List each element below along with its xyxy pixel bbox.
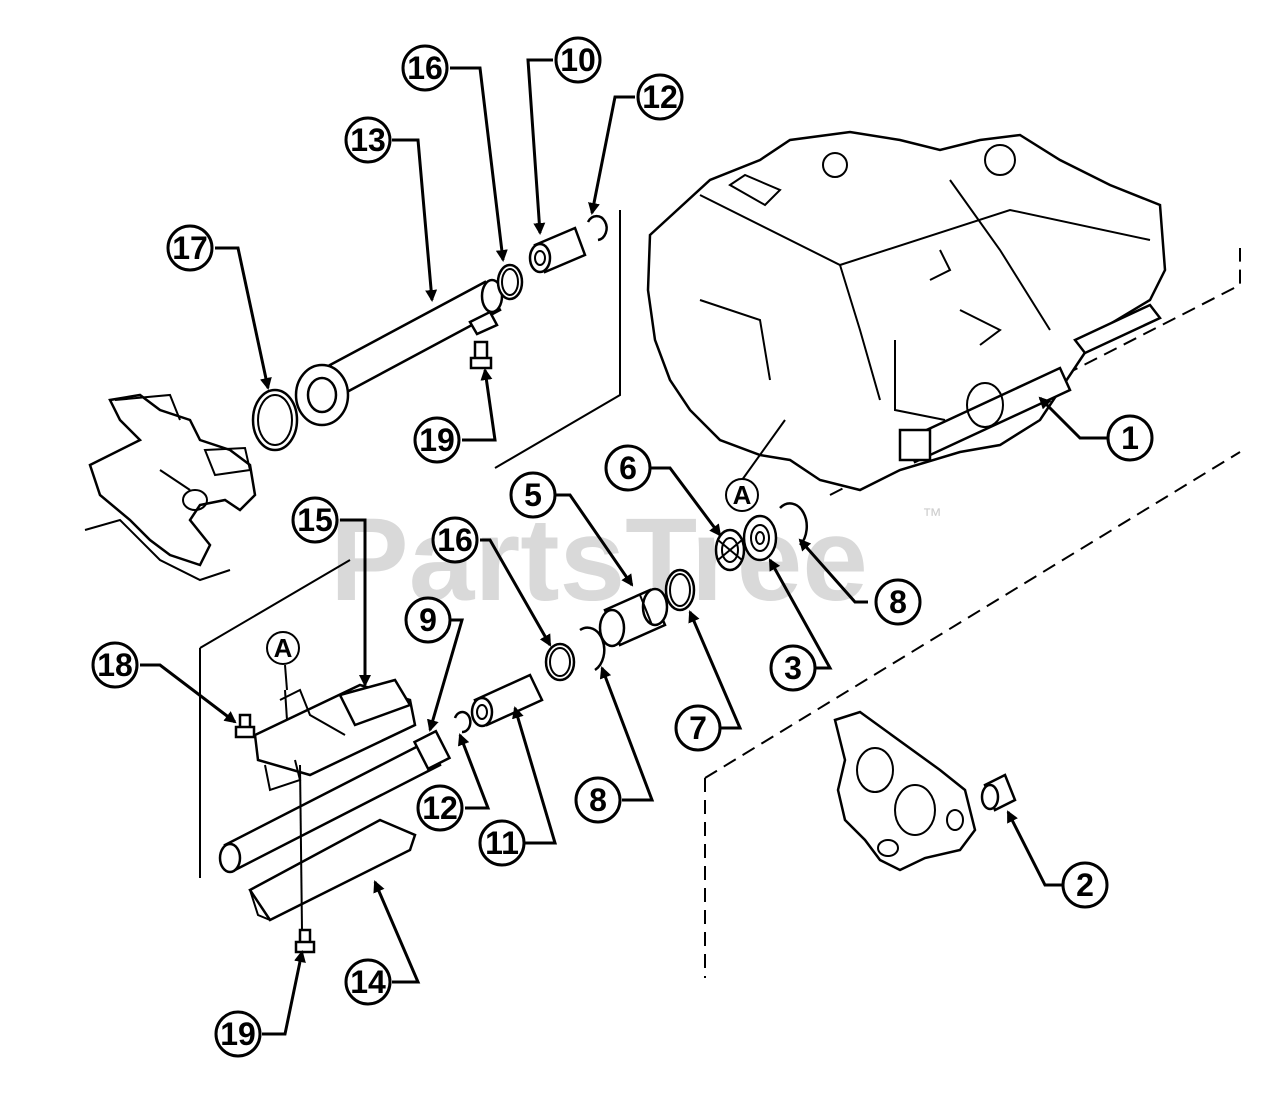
callout-2: 2 [1061, 861, 1109, 909]
svg-text:16: 16 [437, 522, 473, 558]
frame-casting [84, 393, 257, 582]
svg-text:14: 14 [350, 964, 386, 1000]
callout-16-upper: 16 [401, 44, 449, 92]
bolt-guide-line [299, 764, 303, 931]
part-14-lower-cover [248, 818, 417, 922]
callouts: 1 2 3 5 6 7 8 8 9 10 11 12 12 13 14 15 1… [91, 36, 1154, 1058]
callout-3: 3 [769, 644, 817, 692]
callout-5: 5 [509, 471, 557, 519]
part-12-snapring-upper [586, 214, 608, 242]
callout-19-upper: 19 [413, 416, 461, 464]
part-6-bearing [714, 528, 746, 572]
svg-text:15: 15 [297, 502, 333, 538]
svg-text:6: 6 [619, 450, 637, 486]
part-8-snapring-upper [779, 502, 808, 546]
callout-12-lower: 12 [416, 784, 464, 832]
callout-14: 14 [344, 958, 392, 1006]
part-2-plate [833, 710, 977, 872]
part-3-bearing [742, 514, 778, 562]
svg-text:2: 2 [1076, 867, 1094, 903]
part-13-tube [294, 278, 504, 427]
svg-text:7: 7 [689, 710, 707, 746]
part-18-bolt [234, 713, 256, 739]
svg-text:11: 11 [485, 825, 519, 861]
trademark-symbol: ™ [922, 505, 942, 527]
callout-8-lower: 8 [574, 776, 622, 824]
part-2-bushing [980, 773, 1017, 812]
svg-text:19: 19 [220, 1016, 256, 1052]
svg-text:19: 19 [419, 422, 455, 458]
part-12-snapring-lower [453, 710, 472, 734]
svg-text:13: 13 [350, 122, 386, 158]
assembly-guide-lines [199, 210, 1241, 978]
part-11-bushing [470, 673, 544, 728]
svg-text:17: 17 [172, 230, 208, 266]
svg-text:9: 9 [419, 602, 437, 638]
reference-mark-a-upper: A [725, 478, 759, 512]
callout-16-lower: 16 [431, 516, 479, 564]
svg-text:A: A [274, 633, 293, 663]
callout-17: 17 [166, 224, 214, 272]
callout-13: 13 [344, 116, 392, 164]
callout-7: 7 [674, 704, 722, 752]
svg-text:A: A [733, 480, 752, 510]
part-5-sleeve [598, 587, 669, 648]
callout-18: 18 [91, 641, 139, 689]
svg-text:8: 8 [889, 584, 907, 620]
callout-9: 9 [404, 596, 452, 644]
leader-lines [140, 58, 1110, 1036]
part-10-bushing [528, 226, 587, 274]
svg-text:5: 5 [524, 477, 542, 513]
callout-8-upper: 8 [874, 578, 922, 626]
part-9-shaft [218, 729, 452, 874]
reference-mark-a-lower: A [266, 631, 300, 665]
svg-text:1: 1 [1121, 420, 1139, 456]
svg-text:12: 12 [422, 790, 458, 826]
callout-19-lower: 19 [214, 1010, 262, 1058]
transaxle-housing [646, 130, 1167, 492]
part-19-bolt-upper [469, 340, 493, 370]
callout-15: 15 [291, 496, 339, 544]
callout-11: 11 [478, 819, 526, 867]
callout-10: 10 [554, 36, 602, 84]
callout-12-upper: 12 [636, 73, 684, 121]
svg-text:8: 8 [589, 782, 607, 818]
callout-1: 1 [1106, 414, 1154, 462]
part-17-oring [251, 388, 299, 452]
svg-text:10: 10 [560, 42, 596, 78]
callout-6: 6 [604, 444, 652, 492]
part-19-bolt-lower [294, 928, 316, 954]
svg-text:12: 12 [642, 79, 678, 115]
svg-text:16: 16 [407, 50, 443, 86]
svg-text:3: 3 [784, 650, 802, 686]
svg-text:18: 18 [97, 647, 133, 683]
